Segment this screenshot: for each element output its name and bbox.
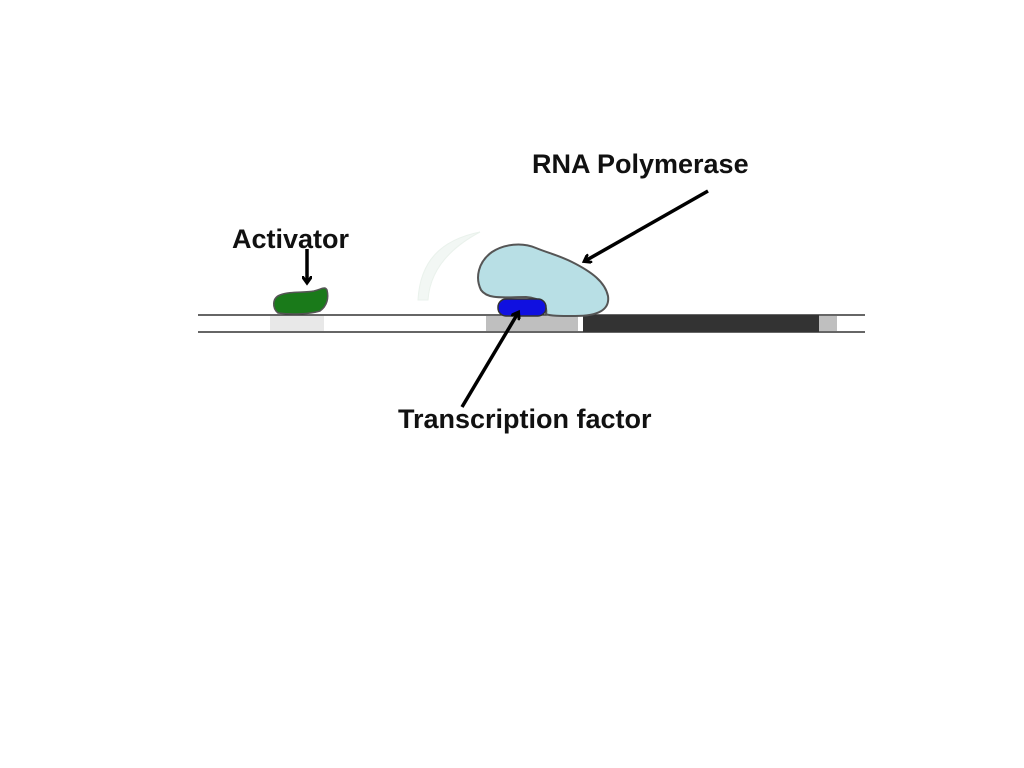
activator-label: Activator [232, 224, 350, 254]
arrow-to-rna-polymerase [585, 189, 709, 261]
gene-end-region [819, 316, 837, 331]
faint-background-shape [417, 231, 481, 301]
arrow-to-transcription-factor [460, 313, 518, 408]
rna-polymerase-label: RNA Polymerase [532, 149, 749, 179]
transcription-factor-label: Transcription factor [398, 404, 652, 434]
transcription-factor-protein [497, 298, 547, 317]
enhancer-region [270, 316, 324, 331]
promoter-region [486, 316, 578, 331]
rna-polymerase-protein [477, 243, 610, 318]
gene-coding-region [583, 315, 819, 332]
activator-protein [273, 287, 329, 315]
